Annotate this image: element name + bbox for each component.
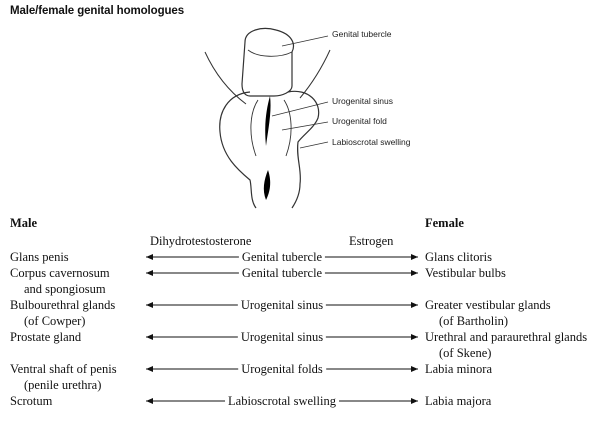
embryonic-origin: Labioscrotal swelling — [225, 393, 339, 409]
female-structure-line: (of Skene) — [439, 346, 492, 360]
female-structure-line: (of Bartholin) — [439, 314, 509, 328]
female-structure: Urethral and paraurethral glands (of Sken… — [425, 329, 587, 361]
female-structure-line: Urethral and paraurethral glands — [425, 330, 588, 344]
leader-labioscrotal-swelling — [299, 141, 329, 149]
right-urogenital-fold — [283, 99, 292, 157]
glans-ridge — [247, 49, 293, 57]
leader-urogenital-fold — [281, 121, 329, 131]
male-structure: Corpus cavernosum and spongiosum — [10, 265, 110, 297]
genital-tubercle-shape — [241, 27, 295, 97]
arrowhead-left — [146, 270, 153, 276]
left-limb-outline — [204, 51, 247, 105]
urogenital-slit — [265, 96, 271, 146]
arrowhead-left — [146, 398, 153, 404]
arrowhead-left — [146, 254, 153, 260]
male-column-header: Male — [10, 216, 38, 230]
leader-genital-tubercle — [281, 35, 329, 47]
embryonic-origin: Urogenital sinus — [237, 329, 327, 345]
male-hormone-label: Dihydrotestosterone — [150, 234, 252, 248]
female-structure: Greater vestibular glands (of Bartholin) — [425, 297, 551, 329]
male-structure: Scrotum — [10, 393, 52, 409]
female-structure-line: Glans clitoris — [425, 250, 493, 264]
embryonic-origin: Genital tubercle — [238, 265, 326, 281]
right-limb-outline — [299, 49, 331, 99]
arrowhead-right — [411, 254, 418, 260]
left-labioscrotal-swelling — [219, 91, 257, 209]
arrowhead-left — [146, 366, 153, 372]
male-structure: Ventral shaft of penis (penile urethra) — [10, 361, 117, 393]
female-hormone-label: Estrogen — [349, 234, 394, 248]
embryonic-origin: Urogenital sinus — [237, 297, 327, 313]
male-structure: Glans penis — [10, 249, 69, 265]
label-genital-tubercle: Genital tubercle — [332, 29, 392, 39]
male-structure-line: (of Cowper) — [24, 314, 86, 328]
male-structure-line: (penile urethra) — [24, 378, 102, 392]
embryonic-genitalia-diagram: Genital tubercle Urogenital sinus Urogen… — [204, 27, 411, 209]
female-structure: Glans clitoris — [425, 249, 492, 265]
male-structure-line: Bulbourethral glands — [10, 298, 116, 312]
female-structure-line: Labia minora — [425, 362, 492, 376]
female-structure-line: Vestibular bulbs — [425, 266, 506, 280]
embryonic-origin: Urogenital folds — [238, 361, 326, 377]
arrowhead-left — [146, 302, 153, 308]
male-structure: Bulbourethral glands (of Cowper) — [10, 297, 115, 329]
female-column-header: Female — [425, 216, 464, 230]
male-structure-line: Corpus cavernosum — [10, 266, 110, 280]
male-structure-line: Scrotum — [10, 394, 53, 408]
anal-pit — [263, 170, 271, 200]
arrowhead-right — [411, 334, 418, 340]
arrowhead-left — [146, 334, 153, 340]
arrowhead-right — [411, 398, 418, 404]
female-structure: Labia minora — [425, 361, 492, 377]
male-structure-line: and spongiosum — [24, 282, 106, 296]
male-structure-line: Prostate gland — [10, 330, 82, 344]
label-urogenital-fold: Urogenital fold — [332, 116, 387, 126]
female-structure: Labia majora — [425, 393, 491, 409]
label-labioscrotal-swelling: Labioscrotal swelling — [332, 137, 411, 147]
male-structure-line: Ventral shaft of penis — [10, 362, 117, 376]
female-structure-line: Labia majora — [425, 394, 492, 408]
arrowhead-right — [411, 270, 418, 276]
left-urogenital-fold — [250, 99, 259, 157]
embryonic-origin: Genital tubercle — [238, 249, 326, 265]
female-structure: Vestibular bulbs — [425, 265, 506, 281]
arrowhead-right — [411, 366, 418, 372]
female-structure-line: Greater vestibular glands — [425, 298, 551, 312]
leader-urogenital-sinus — [271, 101, 329, 117]
male-structure: Prostate gland — [10, 329, 81, 345]
label-urogenital-sinus: Urogenital sinus — [332, 96, 393, 106]
male-structure-line: Glans penis — [10, 250, 69, 264]
figure-title: Male/female genital homologues — [10, 5, 185, 17]
arrowhead-right — [411, 302, 418, 308]
